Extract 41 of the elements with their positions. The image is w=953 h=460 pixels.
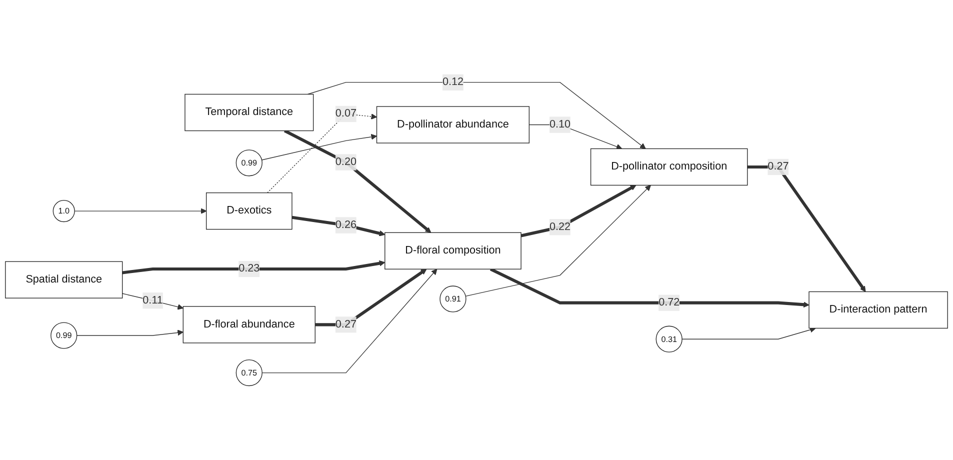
- arrow: [292, 216, 386, 236]
- arrow: [261, 134, 378, 160]
- node-circle: 0.75: [236, 360, 262, 386]
- node-circle: 0.99: [236, 150, 262, 176]
- arrow: [76, 330, 184, 336]
- arrow: [267, 114, 378, 194]
- node-circle: 0.31: [656, 326, 682, 352]
- node-box: D-floral abundance: [182, 306, 316, 344]
- edge-label: 0.27: [768, 160, 789, 172]
- arrow: [682, 326, 816, 340]
- edge-label: 0.22: [549, 221, 571, 233]
- node-box: D-pollinator abundance: [376, 106, 530, 144]
- node-circle: 0.91: [440, 286, 466, 312]
- node-box: D-interaction pattern: [808, 291, 948, 329]
- node-box: D-exotics: [206, 192, 292, 230]
- arrow: [520, 184, 636, 238]
- arrow: [262, 268, 438, 374]
- edge-label: 0.12: [442, 76, 464, 88]
- arrow: [307, 82, 646, 149]
- arrow: [465, 184, 651, 297]
- arrow: [747, 165, 866, 292]
- arrow: [490, 268, 810, 308]
- arrow: [528, 124, 622, 150]
- node-box: D-floral composition: [384, 232, 522, 270]
- edge-label: 0.10: [549, 118, 571, 130]
- node-box: Spatial distance: [5, 261, 123, 298]
- node-circle: 1.0: [52, 200, 75, 222]
- arrow: [315, 268, 427, 326]
- edge-label: 0.20: [335, 156, 356, 168]
- arrow: [284, 129, 432, 233]
- edge-label: 0.26: [335, 219, 356, 231]
- arrow: [74, 208, 207, 214]
- arrow: [122, 260, 386, 274]
- edge-label: 0.11: [142, 294, 163, 306]
- edge-label: 0.27: [335, 318, 356, 330]
- node-circle: 0.99: [50, 322, 78, 349]
- node-box: D-pollinator composition: [590, 148, 748, 186]
- edge-label: 0.23: [238, 262, 260, 274]
- node-box: Temporal distance: [184, 94, 314, 132]
- edge-label: 0.07: [335, 108, 356, 120]
- edge-label: 0.72: [658, 296, 680, 308]
